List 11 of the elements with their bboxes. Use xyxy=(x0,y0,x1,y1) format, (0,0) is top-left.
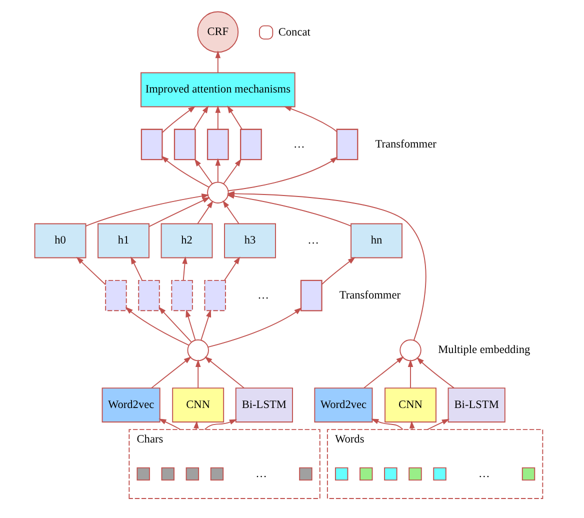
label: … xyxy=(307,234,318,247)
label: Transfommer xyxy=(338,289,400,302)
legend-label: Concat xyxy=(278,26,310,38)
label: … xyxy=(478,468,490,480)
label: … xyxy=(257,289,268,302)
label: … xyxy=(255,468,267,480)
label: Transfommer xyxy=(374,138,436,150)
node-label: Chars xyxy=(136,433,163,446)
node-label: Words xyxy=(334,433,364,446)
label: … xyxy=(292,138,304,150)
label: Multiple embedding xyxy=(438,344,530,356)
